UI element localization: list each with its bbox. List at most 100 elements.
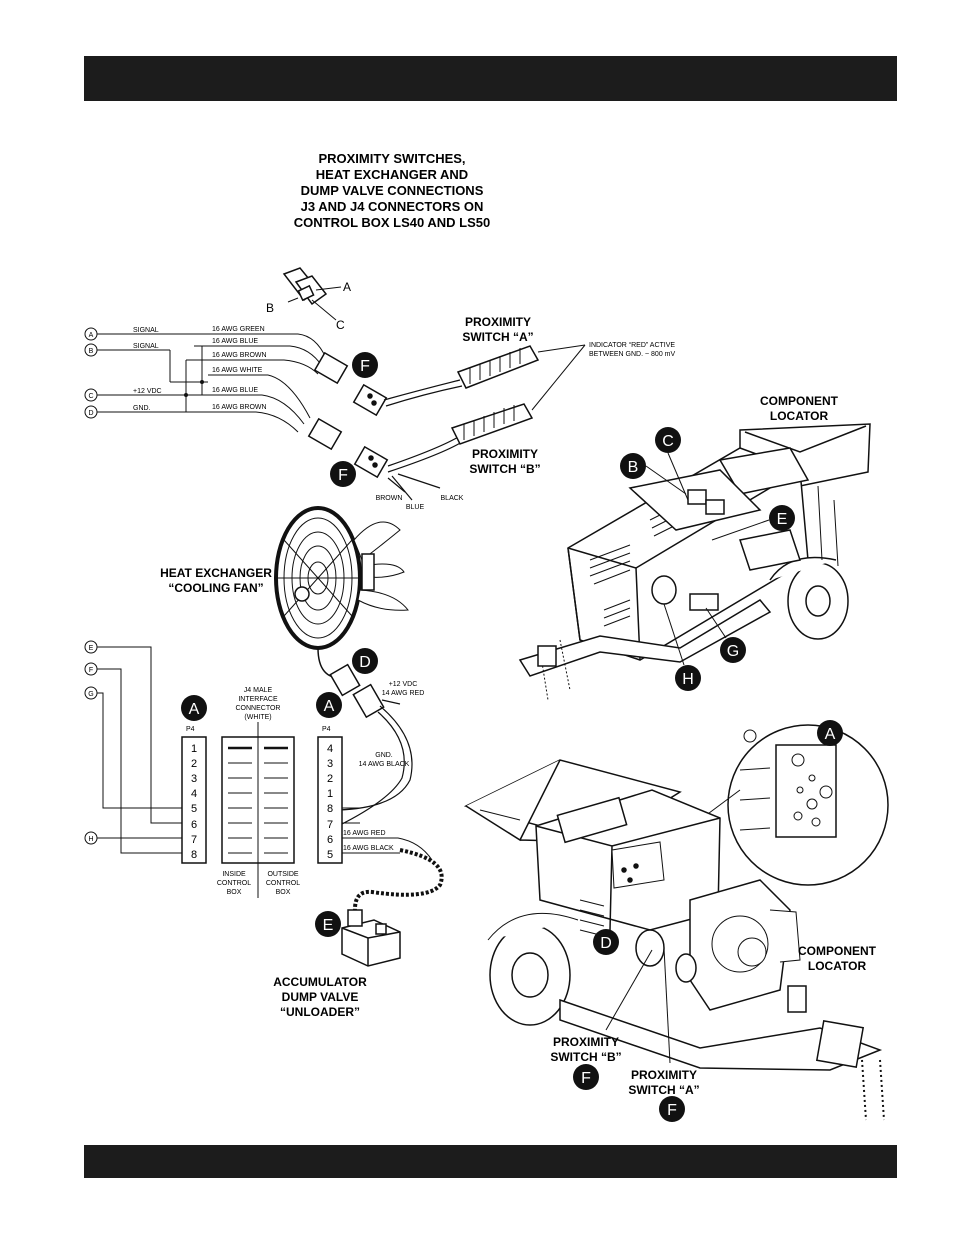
terminal-f-letter: F xyxy=(89,667,93,674)
terminal-c: C xyxy=(84,388,98,402)
terminal-d: D xyxy=(84,405,98,419)
component-locator-upper-1: COMPONENT xyxy=(760,394,839,408)
callout-e-upper-letter: E xyxy=(777,511,788,528)
right-pin: 8 xyxy=(327,803,333,815)
valve-wire-red: 16 AWG RED xyxy=(343,830,386,837)
callout-g-upper-letter: G xyxy=(727,643,739,660)
callout-b-upper: B xyxy=(620,453,646,479)
wire-label-white: 16 AWG WHITE xyxy=(212,367,263,374)
valve-wire-black: 16 AWG BLACK xyxy=(343,845,394,852)
diagram-title: PROXIMITY SWITCHES, HEAT EXCHANGER AND D… xyxy=(294,151,490,230)
fan-gnd-label-2: 14 AWG BLACK xyxy=(359,761,410,768)
connector-pinout xyxy=(282,267,342,321)
fan-connector xyxy=(329,663,385,719)
proximity-a-lower-1: PROXIMITY xyxy=(631,1068,697,1082)
terminal-b-label: SIGNAL xyxy=(133,343,159,350)
proximity-a-label-1: PROXIMITY xyxy=(465,315,531,329)
left-pin: 3 xyxy=(191,773,197,785)
callout-e-valve: E xyxy=(315,911,341,937)
proximity-connector-a xyxy=(313,351,388,417)
proximity-b-lower-2: SWITCH “B” xyxy=(550,1050,621,1064)
terminal-d-letter: D xyxy=(88,410,93,417)
left-pin: 2 xyxy=(191,758,197,770)
wire-label-brown: 16 AWG BROWN xyxy=(212,352,267,359)
callout-f-lower: F xyxy=(330,461,356,487)
wire-junction-dot xyxy=(184,393,188,397)
proximity-switch-a-body xyxy=(456,345,540,389)
right-pin: 5 xyxy=(327,849,333,861)
terminal-d-label: GND. xyxy=(133,405,151,412)
terminal-e: E xyxy=(84,640,98,654)
callout-c-letter: C xyxy=(662,433,674,450)
j4-right-pin-column: 4 3 2 1 8 7 6 5 xyxy=(317,736,343,864)
fan-wires xyxy=(337,699,413,827)
component-locator-lower-2: LOCATOR xyxy=(808,959,867,973)
callout-d-machine-letter: D xyxy=(600,935,612,952)
proximity-a-label-2: SWITCH “A” xyxy=(462,330,533,344)
upper-wire-lines xyxy=(97,333,327,433)
j4-right-wire-lines xyxy=(342,807,433,861)
outside-label-2: CONTROL xyxy=(266,880,300,887)
fan-plus-label-2: 14 AWG RED xyxy=(382,690,425,697)
callout-f-lower-a-letter: F xyxy=(667,1102,677,1119)
indicator-note-1: INDICATOR “RED” ACTIVE xyxy=(589,342,675,349)
accumulator-label-2: DUMP VALVE xyxy=(282,990,359,1004)
j4-header-2: INTERFACE xyxy=(238,696,278,703)
valve-cable xyxy=(352,848,444,913)
proximity-a-lower-2: SWITCH “A” xyxy=(628,1083,699,1097)
title-line-4: J3 AND J4 CONNECTORS ON xyxy=(301,199,484,214)
proximity-b-label-1: PROXIMITY xyxy=(472,447,538,461)
left-pin: 4 xyxy=(191,788,197,800)
proximity-switch-b-body xyxy=(450,403,534,445)
wire-label-green: 16 AWG GREEN xyxy=(212,326,265,333)
callout-f-upper-letter: F xyxy=(360,358,370,375)
callout-f-lower-letter: F xyxy=(338,467,348,484)
proximity-cables xyxy=(383,379,463,501)
terminal-a-label: SIGNAL xyxy=(133,327,159,334)
indicator-leader-lines xyxy=(531,344,586,411)
p4-right-label: P4 xyxy=(322,726,331,733)
terminal-g: G xyxy=(84,686,98,700)
accumulator-label-1: ACCUMULATOR xyxy=(273,975,367,989)
callout-a-right: A xyxy=(316,692,342,718)
callout-g-upper: G xyxy=(720,637,746,663)
callout-a-left-letter: A xyxy=(189,701,200,718)
terminal-h-letter: H xyxy=(88,836,93,843)
pin-label-b: B xyxy=(266,301,274,315)
bottom-wire-brown: BROWN xyxy=(376,495,403,502)
right-pin: 2 xyxy=(327,773,333,785)
title-line-3: DUMP VALVE CONNECTIONS xyxy=(301,183,484,198)
proximity-b-label-2: SWITCH “B” xyxy=(469,462,540,476)
callout-b-upper-letter: B xyxy=(628,459,639,476)
terminal-a-letter: A xyxy=(89,332,94,339)
callout-e-leader xyxy=(711,519,770,541)
terminal-c-label: +12 VDC xyxy=(133,388,162,395)
j4-left-pin-column: 1 2 3 4 5 6 7 8 xyxy=(181,736,207,864)
right-pin: 4 xyxy=(327,743,333,755)
right-pin: 6 xyxy=(327,834,333,846)
bottom-wire-blue: BLUE xyxy=(406,504,425,511)
machine-upper-illustration xyxy=(518,423,871,701)
wire-label-brown-2: 16 AWG BROWN xyxy=(212,404,267,411)
terminal-b: B xyxy=(84,343,98,357)
title-line-2: HEAT EXCHANGER AND xyxy=(316,167,468,182)
callout-d-fan-letter: D xyxy=(359,654,371,671)
callout-e-valve-letter: E xyxy=(323,917,334,934)
callout-e-upper: E xyxy=(769,505,795,531)
fan-plus-label-1: +12 VDC xyxy=(389,681,418,688)
callout-a-right-letter: A xyxy=(324,698,335,715)
callout-g-leader xyxy=(705,607,727,639)
pin-label-a: A xyxy=(343,280,351,294)
terminal-g-letter: G xyxy=(88,691,93,698)
right-pin: 7 xyxy=(327,819,333,831)
callout-d-machine: D xyxy=(593,929,619,955)
header-bar xyxy=(84,56,897,101)
callout-a-detail-letter: A xyxy=(825,726,836,743)
pin-label-c: C xyxy=(336,318,345,332)
outside-label-3: BOX xyxy=(276,889,291,896)
j4-header-1: J4 MALE xyxy=(244,687,273,694)
title-line-1: PROXIMITY SWITCHES, xyxy=(318,151,465,166)
left-pin: 1 xyxy=(191,743,197,755)
callout-f-lower-b-letter: F xyxy=(581,1070,591,1087)
